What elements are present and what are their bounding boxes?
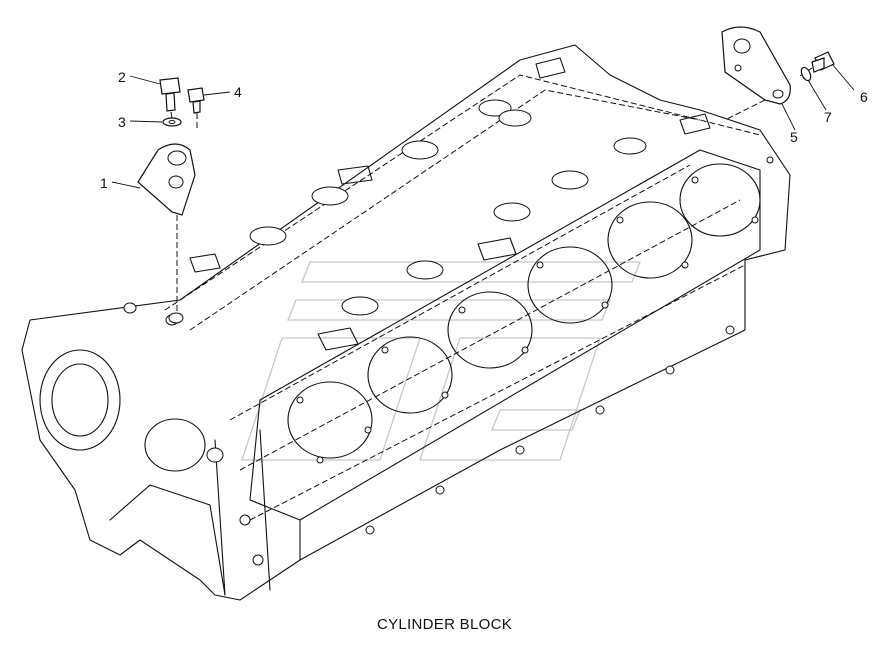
part-3-washer (162, 117, 182, 127)
callout-3: 3 (118, 114, 126, 130)
part-7-washer (800, 66, 812, 82)
diagram-caption: CYLINDER BLOCK (376, 616, 513, 633)
callout-7: 7 (824, 109, 832, 125)
part-5-rear-bracket (721, 26, 791, 121)
part-1-lifting-bracket (137, 143, 196, 324)
part-4-bolt (187, 87, 205, 130)
engine-block (21, 44, 791, 601)
bolt-holes (239, 156, 774, 566)
callout-labels: 1 2 3 4 5 6 7 (100, 69, 868, 191)
watermark-logo (241, 261, 641, 461)
part-2-bolt (159, 77, 181, 119)
callout-2: 2 (118, 69, 126, 85)
callout-5: 5 (790, 129, 798, 145)
part-6-bolt (799, 51, 835, 77)
callout-1: 1 (100, 175, 108, 191)
callout-4: 4 (234, 84, 242, 100)
leader-lines (111, 63, 855, 189)
callout-6: 6 (860, 89, 868, 105)
